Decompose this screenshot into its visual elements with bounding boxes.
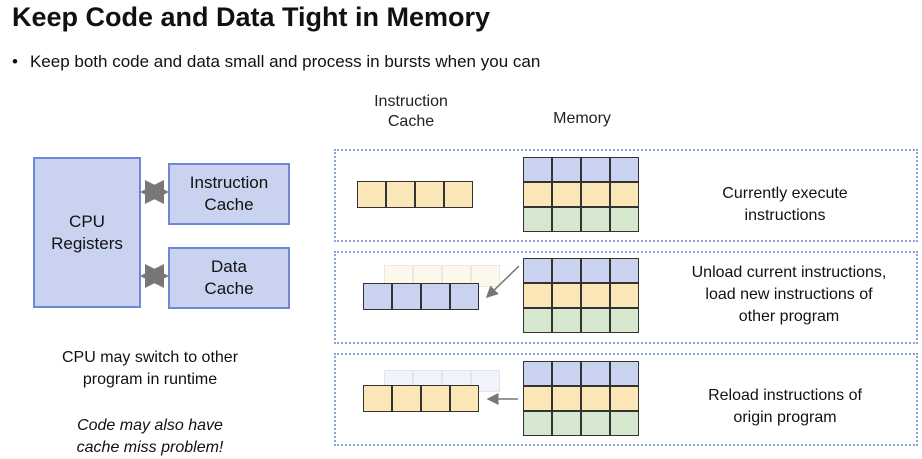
note-cpu-switch-line1: CPU may switch to other bbox=[61, 349, 239, 366]
memory-cell bbox=[610, 308, 639, 333]
row-3-desc-line: Reload instructions of bbox=[708, 387, 862, 404]
memory-cell bbox=[610, 283, 639, 308]
row-2-description: Unload current instructions, load new in… bbox=[658, 262, 920, 328]
memory-cell bbox=[581, 258, 610, 283]
memory-cell bbox=[610, 157, 639, 182]
cpu-label: CPU bbox=[69, 211, 105, 231]
memory-cell bbox=[610, 207, 639, 232]
row-3-description: Reload instructions of origin program bbox=[660, 385, 910, 429]
icache-cell bbox=[450, 385, 479, 412]
memory-cell bbox=[552, 386, 581, 411]
icache-cell bbox=[450, 283, 479, 310]
dcache-label-line1: Data bbox=[211, 257, 247, 276]
row-3-desc-line: origin program bbox=[733, 409, 837, 426]
icache-cell bbox=[415, 181, 444, 208]
memory-cell bbox=[523, 386, 552, 411]
instruction-cache-box: Instruction Cache bbox=[168, 163, 290, 225]
cpu-registers-box: CPU Registers bbox=[33, 157, 141, 308]
memory-cell bbox=[552, 258, 581, 283]
icache-label-line2: Cache bbox=[204, 195, 254, 214]
memory-cell bbox=[581, 361, 610, 386]
memory-cell bbox=[552, 283, 581, 308]
row-1-description: Currently execute instructions bbox=[660, 183, 910, 227]
memory-cell bbox=[552, 207, 581, 232]
note-cache-miss: Code may also have cache miss problem! bbox=[20, 415, 280, 459]
memory-cell bbox=[552, 157, 581, 182]
memory-cell bbox=[581, 157, 610, 182]
memory-cell bbox=[581, 308, 610, 333]
panel-row-3 bbox=[334, 353, 918, 446]
row-1-desc-line: Currently execute bbox=[722, 185, 848, 202]
memory-grid-row-2 bbox=[523, 258, 639, 333]
memory-cell bbox=[610, 386, 639, 411]
ghost-cell bbox=[471, 265, 500, 287]
memory-cell bbox=[552, 411, 581, 436]
memory-cell bbox=[523, 207, 552, 232]
unload-arrow bbox=[485, 265, 520, 299]
memory-cell bbox=[523, 258, 552, 283]
row-2-desc-line: load new instructions of bbox=[705, 286, 873, 303]
memory-cell bbox=[610, 258, 639, 283]
note-cpu-switch-line2: program in runtime bbox=[82, 371, 218, 388]
memory-cell bbox=[610, 182, 639, 207]
memory-cell bbox=[523, 308, 552, 333]
registers-label: Registers bbox=[51, 233, 123, 253]
ghost-cache-row-2 bbox=[384, 265, 500, 287]
panel-row-1 bbox=[334, 149, 918, 242]
memory-cell bbox=[610, 411, 639, 436]
header-memory: Memory bbox=[553, 110, 611, 127]
icache-cell bbox=[421, 385, 450, 412]
icache-strip-row-2 bbox=[363, 283, 479, 310]
memory-cell bbox=[523, 361, 552, 386]
note-cache-miss-line2: cache miss problem! bbox=[76, 439, 224, 456]
memory-grid-row-1 bbox=[523, 157, 639, 232]
note-cache-miss-line1: Code may also have bbox=[77, 417, 223, 434]
panel-row-2 bbox=[334, 251, 918, 344]
icache-cell bbox=[363, 385, 392, 412]
memory-cell bbox=[523, 182, 552, 207]
icache-cell bbox=[357, 181, 386, 208]
header-icache-line2: Cache bbox=[387, 113, 435, 130]
icache-label-line1: Instruction bbox=[189, 173, 269, 192]
dcache-label-line2: Cache bbox=[204, 279, 254, 298]
memory-cell bbox=[581, 411, 610, 436]
bullet-text: Keep both code and data small and proces… bbox=[29, 52, 541, 71]
memory-cell bbox=[552, 182, 581, 207]
memory-cell bbox=[523, 411, 552, 436]
bullet-point: • Keep both code and data small and proce… bbox=[12, 52, 540, 72]
memory-cell bbox=[581, 182, 610, 207]
icache-cell bbox=[421, 283, 450, 310]
memory-cell bbox=[552, 361, 581, 386]
data-cache-box: Data Cache bbox=[168, 247, 290, 309]
memory-cell bbox=[581, 207, 610, 232]
icache-cell bbox=[392, 385, 421, 412]
icache-strip-row-3 bbox=[363, 385, 479, 412]
memory-cell bbox=[523, 283, 552, 308]
memory-cell bbox=[552, 308, 581, 333]
icache-strip-row-1 bbox=[357, 181, 473, 208]
memory-cell bbox=[581, 386, 610, 411]
bullet-dot: • bbox=[12, 52, 18, 71]
icache-cell bbox=[444, 181, 473, 208]
slide-title: Keep Code and Data Tight in Memory bbox=[12, 2, 491, 32]
row-2-desc-line: other program bbox=[738, 308, 840, 325]
row-2-desc-line: Unload current instructions, bbox=[691, 264, 887, 281]
icache-cell bbox=[386, 181, 415, 208]
header-icache-line1: Instruction bbox=[374, 93, 448, 110]
header-instruction-cache: Instruction Cache bbox=[352, 92, 470, 132]
memory-cell bbox=[610, 361, 639, 386]
row-1-desc-line: instructions bbox=[744, 207, 826, 224]
note-cpu-switch: CPU may switch to other program in runti… bbox=[20, 347, 280, 391]
memory-cell bbox=[523, 157, 552, 182]
memory-grid-row-3 bbox=[523, 361, 639, 436]
memory-cell bbox=[581, 283, 610, 308]
icache-cell bbox=[392, 283, 421, 310]
icache-cell bbox=[363, 283, 392, 310]
